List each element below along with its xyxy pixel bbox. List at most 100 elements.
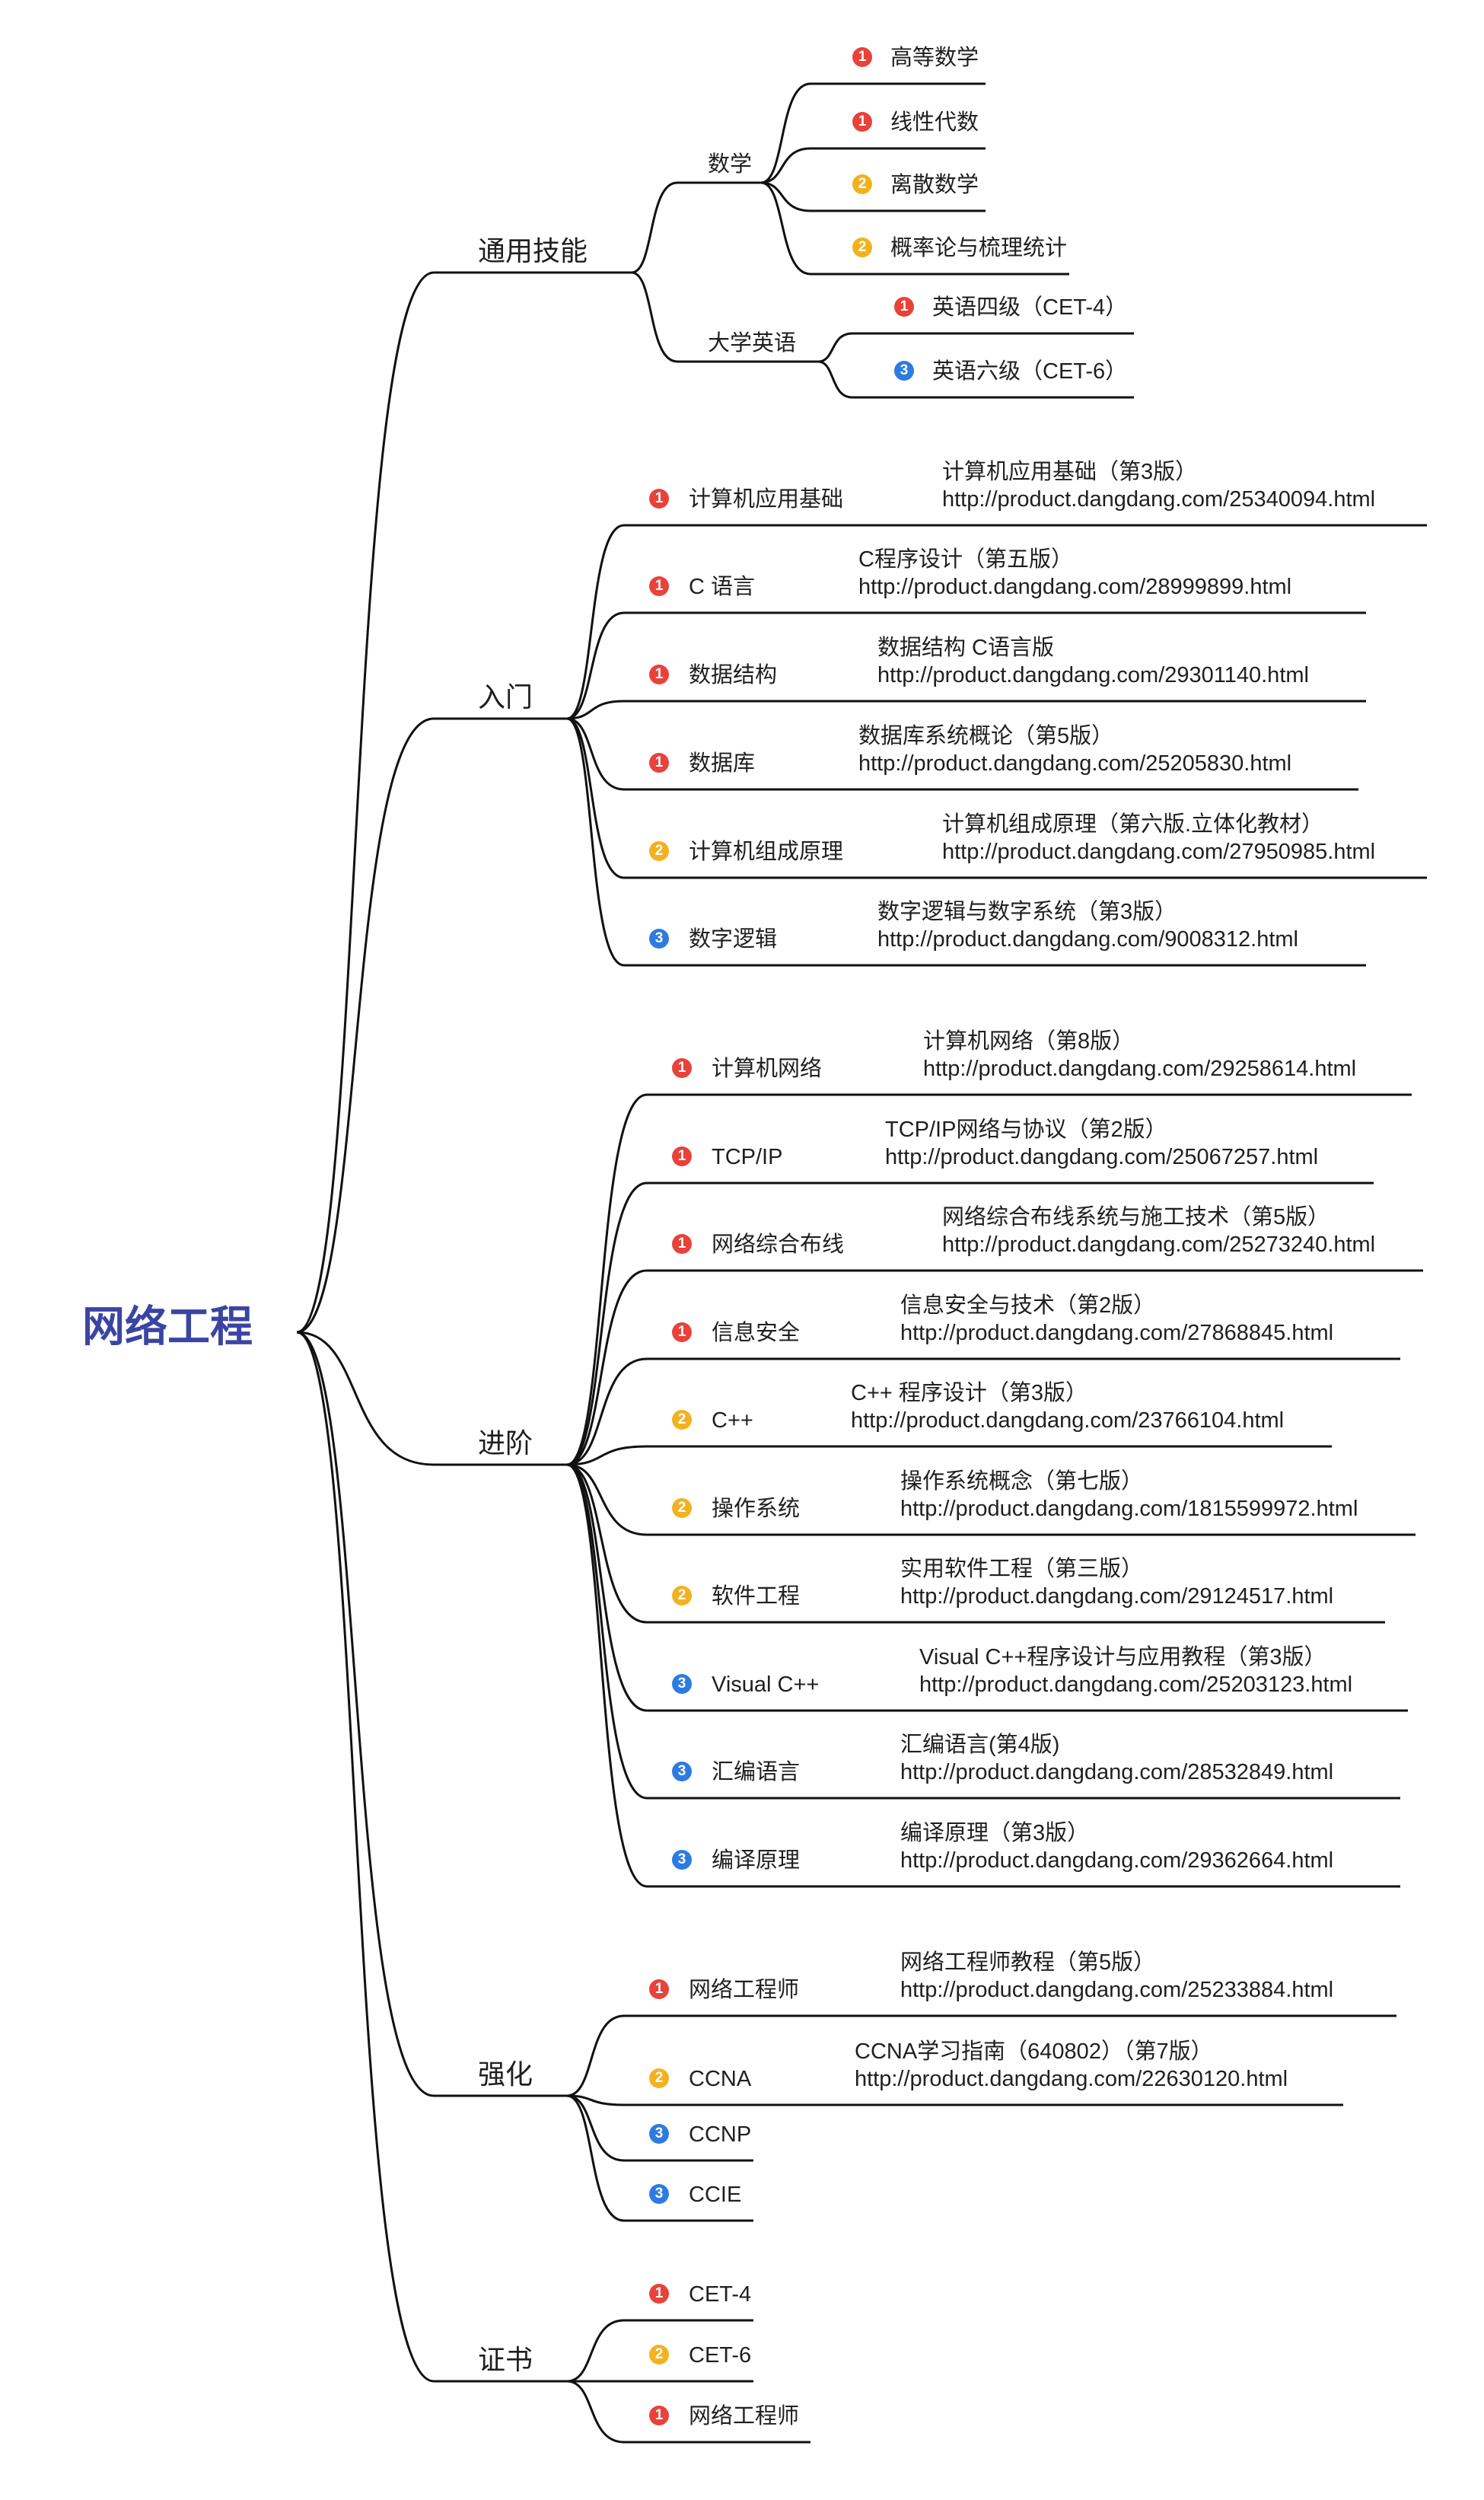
leaf-topic-2-5[interactable]: 操作系统 <box>712 1497 801 1521</box>
priority-2-icon: 2 <box>649 2345 669 2364</box>
book-link-2-3[interactable]: http://product.dangdang.com/27868845.htm… <box>900 1321 1334 1345</box>
leaf-topic-2-1[interactable]: TCP/IP <box>712 1145 783 1169</box>
root-topic[interactable]: 网络工程 <box>82 1303 253 1350</box>
book-title-2-1[interactable]: TCP/IP网络与协议（第2版） <box>885 1118 1167 1142</box>
leaf-topic-3-1[interactable]: CCNA <box>689 2067 752 2091</box>
leaf-topic-1-0[interactable]: 英语四级（CET-4） <box>932 295 1128 320</box>
book-title-1-1[interactable]: C程序设计（第五版） <box>858 547 1073 572</box>
leaf-topic-2-0[interactable]: 计算机网络 <box>712 1057 823 1081</box>
leaf-connector-2-9 <box>566 1463 648 1888</box>
book-link-1-0[interactable]: http://product.dangdang.com/25340094.htm… <box>942 487 1376 512</box>
priority-2-icon: 2 <box>649 841 669 861</box>
leaf-topic-2-8[interactable]: 汇编语言 <box>712 1760 801 1784</box>
book-title-2-8[interactable]: 汇编语言(第4版) <box>900 1733 1060 1757</box>
priority-1-icon: 1 <box>649 753 669 773</box>
leaf-topic-1-3[interactable]: 数据库 <box>689 751 756 776</box>
leaf-topic-1-4[interactable]: 计算机组成原理 <box>689 840 844 864</box>
priority-2-icon: 2 <box>672 1498 692 1518</box>
priority-1-icon: 1 <box>894 297 914 317</box>
leaf-connector-1-1 <box>817 360 853 399</box>
priority-3-icon: 3 <box>672 1762 692 1781</box>
book-title-2-5[interactable]: 操作系统概念（第七版） <box>900 1469 1144 1494</box>
book-link-3-0[interactable]: http://product.dangdang.com/25233884.htm… <box>900 1978 1334 2002</box>
book-link-1-4[interactable]: http://product.dangdang.com/27950985.htm… <box>942 840 1376 864</box>
leaf-topic-3-3[interactable]: CCIE <box>689 2183 742 2207</box>
leaf-topic-2-3[interactable]: 信息安全 <box>712 1321 801 1345</box>
book-link-1-1[interactable]: http://product.dangdang.com/28999899.htm… <box>858 575 1292 599</box>
leaf-connector-0-1 <box>760 147 811 184</box>
book-title-1-3[interactable]: 数据库系统概论（第5版） <box>858 724 1114 748</box>
priority-1-icon: 1 <box>649 1979 669 1999</box>
leaf-connector-1-3 <box>566 717 625 791</box>
leaf-topic-1-2[interactable]: 数据结构 <box>689 663 778 687</box>
leaf-connector-0-3 <box>760 181 811 276</box>
branch-connector-2 <box>296 1331 435 1466</box>
leaf-topic-2-4[interactable]: C++ <box>712 1408 753 1433</box>
book-title-2-0[interactable]: 计算机网络（第8版） <box>923 1029 1135 1054</box>
book-link-2-6[interactable]: http://product.dangdang.com/29124517.htm… <box>900 1584 1334 1609</box>
leaf-topic-1-1[interactable]: 英语六级（CET-6） <box>932 359 1128 384</box>
leaf-topic-0-3[interactable]: 概率论与梳理统计 <box>890 236 1068 260</box>
book-link-1-5[interactable]: http://product.dangdang.com/9008312.html <box>877 927 1298 952</box>
leaf-connector-2-8 <box>566 1463 648 1800</box>
priority-1-icon: 1 <box>649 489 669 509</box>
book-title-3-1[interactable]: CCNA学习指南（640802）（第7版） <box>855 2039 1213 2064</box>
leaf-topic-2-7[interactable]: Visual C++ <box>712 1673 820 1697</box>
leaf-topic-0-1[interactable]: 线性代数 <box>890 110 979 135</box>
leaf-topic-2-9[interactable]: 编译原理 <box>712 1848 801 1873</box>
leaf-topic-4-0[interactable]: CET-4 <box>689 2282 752 2307</box>
book-link-2-1[interactable]: http://product.dangdang.com/25067257.htm… <box>885 1145 1319 1169</box>
leaf-topic-3-2[interactable]: CCNP <box>689 2122 752 2147</box>
book-link-1-3[interactable]: http://product.dangdang.com/25205830.htm… <box>858 751 1292 776</box>
priority-3-icon: 3 <box>894 361 914 381</box>
book-title-2-9[interactable]: 编译原理（第3版） <box>900 1821 1090 1845</box>
book-title-2-7[interactable]: Visual C++程序设计与应用教程（第3版） <box>919 1645 1326 1669</box>
book-title-2-4[interactable]: C++ 程序设计（第3版） <box>851 1381 1088 1405</box>
priority-2-icon: 2 <box>852 238 872 257</box>
leaf-topic-1-5[interactable]: 数字逻辑 <box>689 927 778 952</box>
priority-1-icon: 1 <box>672 1322 692 1342</box>
book-link-1-2[interactable]: http://product.dangdang.com/29301140.htm… <box>877 663 1309 687</box>
leaf-topic-2-2[interactable]: 网络综合布线 <box>712 1232 845 1257</box>
sub-topic-1[interactable]: 大学英语 <box>708 331 797 356</box>
book-link-2-9[interactable]: http://product.dangdang.com/29362664.htm… <box>900 1848 1334 1873</box>
book-link-2-7[interactable]: http://product.dangdang.com/25203123.htm… <box>919 1673 1353 1697</box>
book-title-2-6[interactable]: 实用软件工程（第三版） <box>900 1557 1144 1581</box>
book-link-2-4[interactable]: http://product.dangdang.com/23766104.htm… <box>851 1408 1285 1433</box>
branch-topic-2[interactable]: 进阶 <box>478 1427 533 1459</box>
branch-topic-4[interactable]: 证书 <box>478 2344 533 2375</box>
priority-3-icon: 3 <box>672 1850 692 1870</box>
book-title-2-2[interactable]: 网络综合布线系统与施工技术（第5版） <box>942 1205 1330 1229</box>
book-title-1-4[interactable]: 计算机组成原理（第六版.立体化教材） <box>942 812 1324 837</box>
priority-1-icon: 1 <box>649 665 669 684</box>
sub-connector-0 <box>631 181 678 274</box>
leaf-connector-2-1 <box>566 1181 648 1466</box>
leaf-topic-2-6[interactable]: 软件工程 <box>712 1584 801 1609</box>
leaf-topic-0-2[interactable]: 离散数学 <box>890 173 979 197</box>
book-link-2-2[interactable]: http://product.dangdang.com/25273240.htm… <box>942 1232 1376 1257</box>
book-title-2-3[interactable]: 信息安全与技术（第2版） <box>900 1293 1156 1318</box>
sub-topic-0[interactable]: 数学 <box>708 152 753 177</box>
leaf-topic-1-1[interactable]: C 语言 <box>689 575 756 599</box>
branch-topic-1[interactable]: 入门 <box>478 681 533 713</box>
branch-topic-0[interactable]: 通用技能 <box>478 235 588 266</box>
book-link-2-5[interactable]: http://product.dangdang.com/1815599972.h… <box>900 1497 1358 1521</box>
book-title-1-0[interactable]: 计算机应用基础（第3版） <box>942 460 1198 484</box>
book-title-1-2[interactable]: 数据结构 C语言版 <box>877 636 1055 660</box>
book-link-2-8[interactable]: http://product.dangdang.com/28532849.htm… <box>900 1760 1334 1784</box>
leaf-connector-4-0 <box>566 2319 625 2383</box>
book-link-3-1[interactable]: http://product.dangdang.com/22630120.htm… <box>855 2067 1288 2091</box>
leaf-topic-3-0[interactable]: 网络工程师 <box>689 1978 800 2002</box>
book-title-1-5[interactable]: 数字逻辑与数字系统（第3版） <box>877 900 1177 924</box>
branch-topic-3[interactable]: 强化 <box>478 2058 533 2090</box>
priority-1-icon: 1 <box>649 2284 669 2304</box>
leaf-topic-1-0[interactable]: 计算机应用基础 <box>689 487 844 512</box>
branch-connector-4 <box>296 1331 435 2383</box>
leaf-connector-2-3 <box>566 1357 648 1466</box>
book-title-3-0[interactable]: 网络工程师教程（第5版） <box>900 1950 1156 1975</box>
leaf-topic-4-1[interactable]: CET-6 <box>689 2343 752 2368</box>
leaf-topic-0-0[interactable]: 高等数学 <box>890 46 979 70</box>
leaf-topic-4-2[interactable]: 网络工程师 <box>689 2404 800 2428</box>
book-link-2-0[interactable]: http://product.dangdang.com/29258614.htm… <box>923 1057 1357 1081</box>
